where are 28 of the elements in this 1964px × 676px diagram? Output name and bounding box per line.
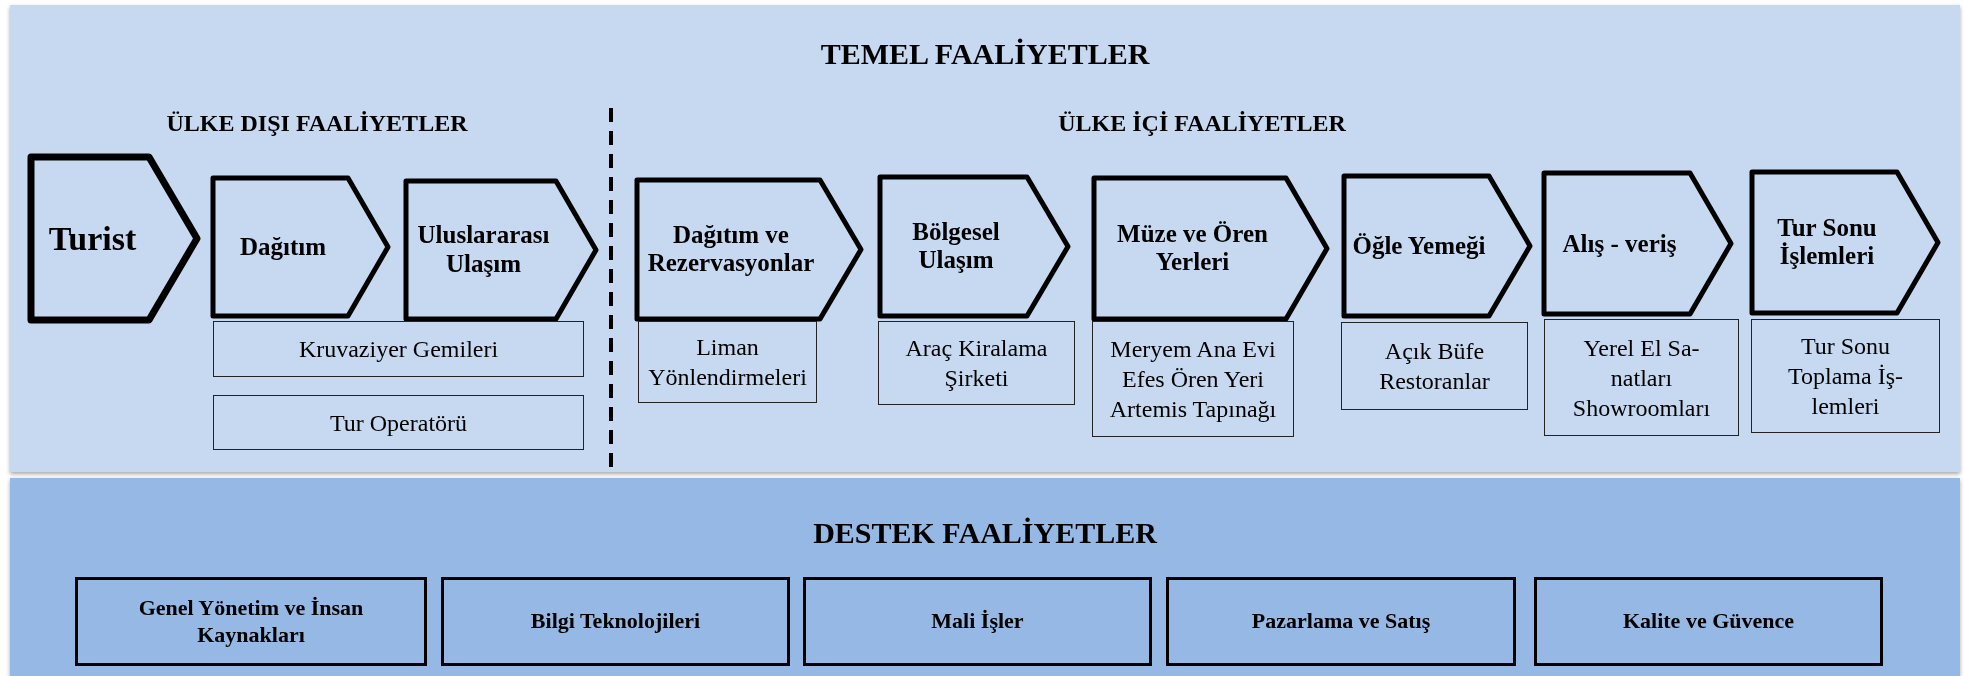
detail-box: Meryem Ana Evi Efes Ören Yeri Artemis Tapınağı [1092, 321, 1294, 437]
section-heading: TEMEL FAALİYETLER [820, 37, 1150, 71]
step-label: Dağıtım ve Rezervasyonlar [646, 220, 816, 279]
support-box: Kalite ve Güvence [1534, 577, 1883, 666]
section-heading: DESTEK FAALİYETLER [813, 516, 1157, 550]
group-heading: ÜLKE İÇİ FAALİYETLER [1058, 110, 1346, 137]
detail-box: Liman Yönlendirmeleri [638, 321, 817, 403]
step-label: Tur Sonu İşlemleri [1776, 213, 1878, 272]
detail-box: Tur Sonu Toplama İş-lemleri [1751, 319, 1940, 433]
step-label: Dağıtım [238, 232, 328, 262]
step-label: Müze ve Ören Yerleri [1116, 219, 1269, 278]
detail-box: Açık Büfe Restoranlar [1341, 322, 1528, 410]
detail-box: Yerel El Sa-natları Showroomları [1544, 319, 1739, 436]
detail-box: Araç Kiralama Şirketi [878, 321, 1075, 405]
support-box: Genel Yönetim ve İnsan Kaynakları [75, 577, 427, 666]
detail-box: Kruvaziyer Gemileri [213, 321, 584, 377]
group-heading: ÜLKE DIŞI FAALİYETLER [166, 110, 468, 137]
step-label: Öğle Yemeği [1351, 231, 1487, 261]
step-label: Bölgesel Ulaşım [911, 217, 1001, 276]
step-label: Uluslararası Ulaşım [416, 221, 551, 279]
support-box: Mali İşler [803, 577, 1152, 666]
step-label: Turist [47, 218, 138, 259]
step-label: Alış - veriş [1561, 229, 1678, 258]
support-activities-panel [10, 478, 1960, 676]
support-box: Pazarlama ve Satış [1166, 577, 1516, 666]
support-box: Bilgi Teknolojileri [441, 577, 790, 666]
primary-activities-panel [10, 5, 1960, 472]
detail-box: Tur Operatörü [213, 395, 584, 450]
